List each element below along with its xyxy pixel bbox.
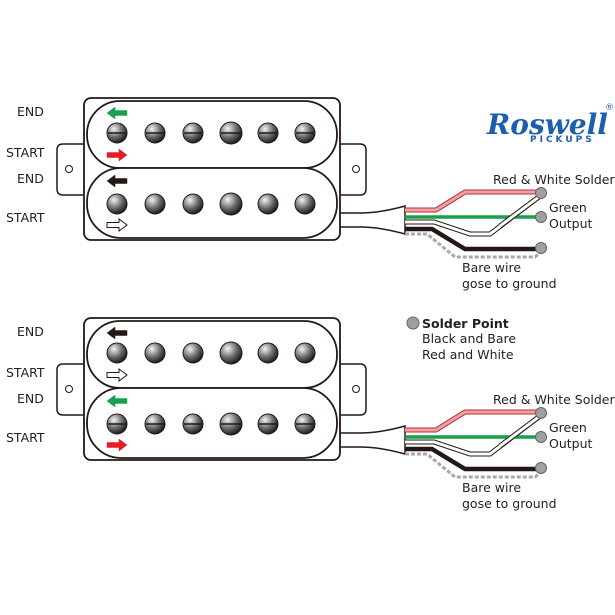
white-wire-cross — [499, 414, 541, 448]
lower-coil-pole-4 — [219, 192, 243, 216]
red-white-solder-label: Red & White Solder — [493, 172, 615, 187]
coil-label-3: END — [17, 171, 44, 186]
solder-point-black-bare-icon — [535, 242, 547, 254]
lower-coil-end-arrow-icon — [106, 394, 128, 408]
legend-line-2: Red and White — [422, 347, 514, 362]
green-label: Green — [549, 200, 587, 215]
bare-wire — [405, 232, 541, 259]
upper-coil-pole-1 — [106, 342, 128, 364]
lower-coil-start-arrow-icon — [106, 218, 128, 232]
coil-label-2: START — [6, 145, 45, 160]
ground-label: gose to ground — [462, 496, 557, 511]
coil-label-3: END — [17, 391, 44, 406]
lower-coil — [86, 167, 338, 239]
lower-coil-pole-3 — [182, 193, 204, 215]
solder-point-green-icon — [535, 211, 547, 223]
pickup-bottom: END START END START Red & White SolderGreenO… — [6, 317, 615, 511]
registered-mark: ® — [605, 103, 614, 113]
bare-wire-label: Bare wire — [462, 480, 521, 495]
lower-coil — [86, 387, 338, 459]
lower-coil-pole-6 — [294, 193, 316, 215]
output-label: Output — [549, 436, 593, 451]
lower-coil-pole-5 — [257, 193, 279, 215]
screw-hole-left — [65, 165, 73, 173]
lower-coil-end-arrow-icon — [106, 174, 128, 188]
lower-coil-pole-1 — [106, 193, 128, 215]
upper-coil-pole-5 — [257, 342, 279, 364]
screw-hole-right — [352, 165, 360, 173]
screw-hole-left — [65, 385, 73, 393]
green-label: Green — [549, 420, 587, 435]
solder-point-green-icon — [535, 431, 547, 443]
pickup-top: END START END START Red & White SolderGreenO… — [6, 97, 615, 291]
red-wire — [405, 190, 540, 212]
legend-title: Solder Point — [422, 316, 509, 331]
red-white-solder-label: Red & White Solder — [493, 392, 615, 407]
white-wire-cross — [499, 194, 541, 228]
lower-coil-pole-2 — [144, 193, 166, 215]
bare-wire-label: Bare wire — [462, 260, 521, 275]
upper-coil-pole-6 — [294, 342, 316, 364]
logo-subtext: PICKUPS — [530, 135, 595, 145]
coil-label-1: END — [17, 324, 44, 339]
upper-coil-pole-3 — [182, 342, 204, 364]
upper-coil-pole-4 — [219, 341, 243, 365]
red-wire-outline — [405, 189, 540, 213]
pickup-cable — [337, 205, 406, 235]
coil-label-4: START — [6, 210, 45, 225]
solder-point-black-bare-icon — [535, 462, 547, 474]
lower-coil-start-arrow-icon — [106, 438, 128, 452]
solder-point-legend: Solder Point Black and Bare Red and Whit… — [406, 316, 516, 362]
output-label: Output — [549, 216, 593, 231]
coil-label-4: START — [6, 430, 45, 445]
solder-point-icon — [406, 316, 420, 330]
upper-coil-end-arrow-icon — [106, 326, 128, 340]
legend-line-1: Black and Bare — [422, 331, 516, 346]
coil-label-1: END — [17, 104, 44, 119]
upper-coil-start-arrow-icon — [106, 148, 128, 162]
black-wire — [405, 446, 540, 472]
red-wire-outline — [405, 409, 540, 433]
coil-label-2: START — [6, 365, 45, 380]
solder-point-red-white-icon — [535, 187, 547, 199]
black-wire — [405, 226, 540, 252]
upper-coil-pole-2 — [144, 342, 166, 364]
logo-text: Roswell — [486, 108, 608, 141]
red-wire — [405, 410, 540, 432]
upper-coil-start-arrow-icon — [106, 368, 128, 382]
upper-coil-end-arrow-icon — [106, 106, 128, 120]
solder-point-red-white-icon — [535, 407, 547, 419]
bare-wire — [405, 452, 541, 479]
roswell-logo: Roswell ® PICKUPS — [486, 103, 614, 145]
pickup-cable — [337, 425, 406, 455]
screw-hole-right — [352, 385, 360, 393]
ground-label: gose to ground — [462, 276, 557, 291]
